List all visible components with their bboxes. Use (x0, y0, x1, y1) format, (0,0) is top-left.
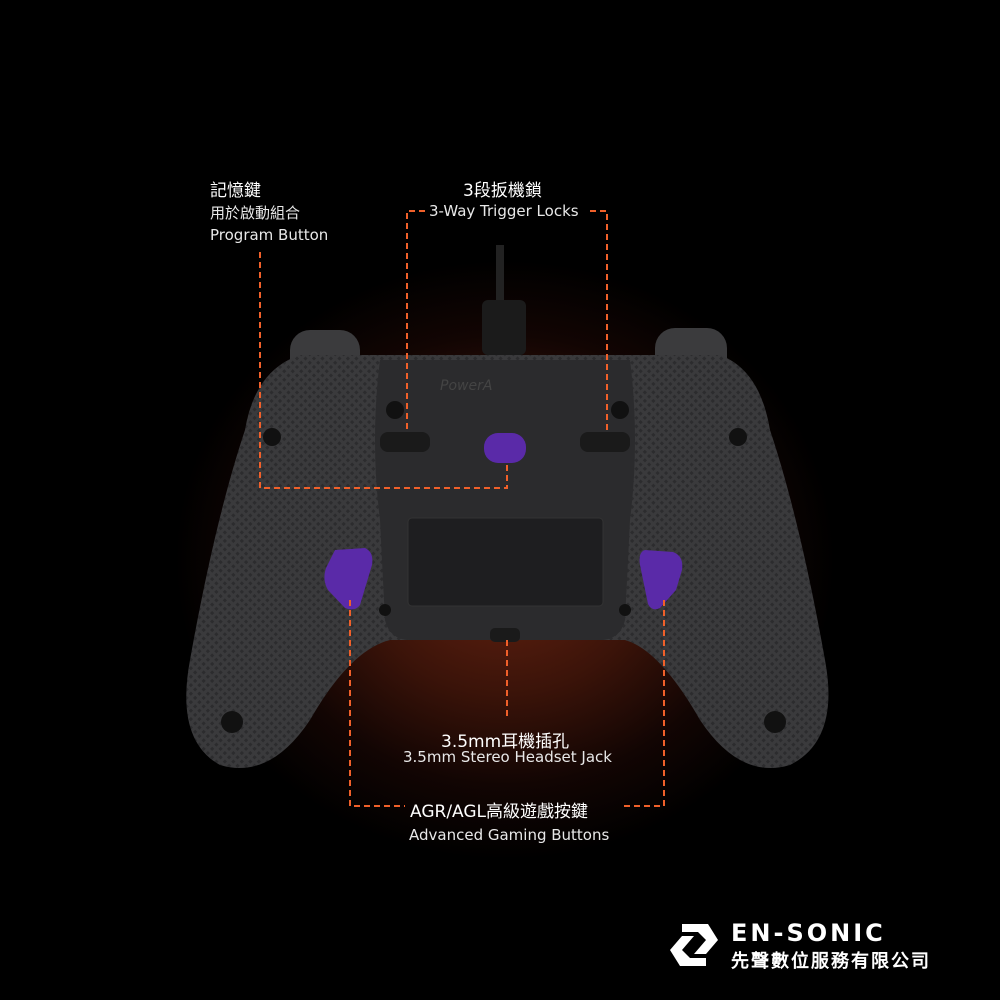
program-button (484, 433, 526, 463)
cable-plug (482, 300, 526, 355)
rear-panel (407, 517, 604, 607)
en-sonic-logo-icon (670, 924, 718, 966)
trigger-label-zh: 3段扳機鎖 (463, 181, 542, 201)
left-trigger-lock (380, 432, 430, 452)
agl-button (324, 548, 373, 610)
headset-label-zh: 3.5mm耳機插孔 (441, 732, 570, 752)
screw-holes (221, 401, 786, 733)
program-label-en: Program Button (210, 226, 329, 244)
agr-label-zh: AGR/AGL高級遊戲按鍵 (410, 802, 589, 822)
company-name: 先聲數位服務有限公司 (731, 951, 931, 972)
program-label-zh-sub: 用於啟動組合 (210, 204, 301, 222)
trigger-label-en: 3-Way Trigger Locks (429, 202, 579, 220)
agr-button (639, 550, 683, 610)
callout-lines (259, 210, 665, 807)
right-trigger-lock (580, 432, 630, 452)
agr-label-en: Advanced Gaming Buttons (409, 826, 610, 844)
program-label-zh: 記憶鍵 (210, 181, 261, 201)
controller-brand-logo: PowerA (440, 378, 492, 394)
headset-label-en: 3.5mm Stereo Headset Jack (403, 748, 612, 766)
headset-jack (490, 628, 520, 642)
brand-name: EN-SONIC (731, 919, 886, 947)
